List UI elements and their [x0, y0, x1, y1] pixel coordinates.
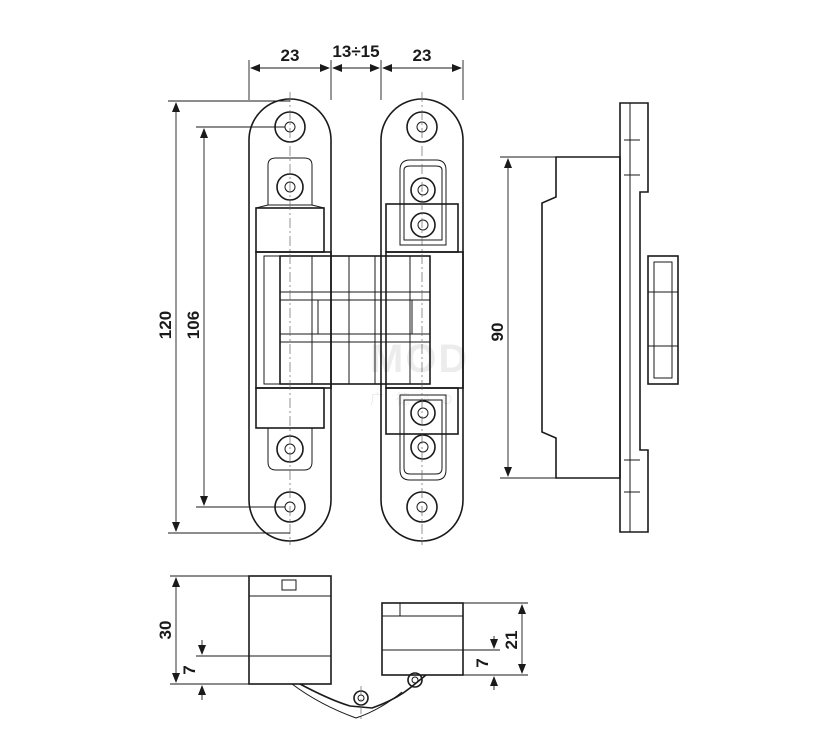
dim-bottom-right-height: 21 — [502, 631, 521, 650]
dim-bottom-offset-left: 7 — [180, 665, 199, 674]
dim-side-height: 90 — [488, 323, 507, 342]
dim-hole-spacing: 106 — [184, 311, 203, 339]
front-view-centerlines — [289, 92, 423, 545]
dim-top-left-width: 23 — [281, 46, 300, 65]
side-view — [541, 102, 679, 533]
bottom-view — [248, 575, 464, 722]
watermark: MOD 广 德 A D — [370, 337, 469, 407]
watermark-sub: 广 德 A D — [370, 391, 456, 407]
watermark-logo: MOD — [370, 337, 469, 381]
dim-top-gap: 13÷15 — [332, 42, 379, 61]
dimension-labels: 23 13÷15 23 120 106 90 30 7 7 21 — [156, 42, 521, 675]
dim-bottom-height: 30 — [156, 621, 175, 640]
dim-overall-height: 120 — [156, 311, 175, 339]
front-view-central-mechanism — [279, 255, 431, 385]
dim-top-right-width: 23 — [413, 46, 432, 65]
dim-bottom-offset-right: 7 — [473, 658, 492, 667]
dimension-lines — [168, 60, 556, 700]
